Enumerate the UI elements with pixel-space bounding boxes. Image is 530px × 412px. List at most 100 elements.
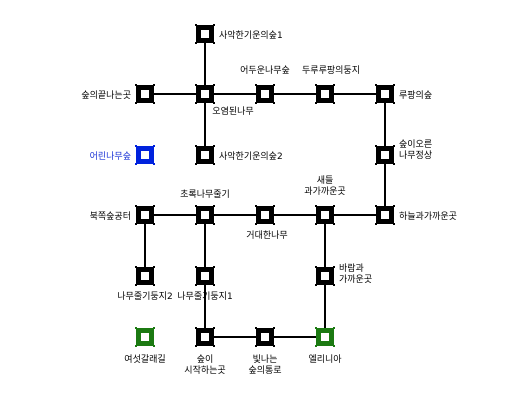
map-node-n10[interactable] [135, 205, 155, 225]
map-node-corner [315, 205, 317, 207]
map-node-n04[interactable] [255, 84, 275, 104]
map-node-n16[interactable] [195, 266, 215, 286]
map-node-corner [135, 223, 137, 225]
map-node-n21[interactable] [315, 327, 335, 347]
map-node-corner [393, 102, 395, 104]
map-node-center [201, 211, 209, 219]
map-node-corner [213, 163, 215, 165]
map-node-n12[interactable] [255, 205, 275, 225]
map-node-n05[interactable] [315, 84, 335, 104]
map-node-center [141, 211, 149, 219]
map-node-center [381, 211, 389, 219]
map-node-n20[interactable] [255, 327, 275, 347]
map-node-corner [315, 327, 317, 329]
map-node-corner [333, 284, 335, 286]
map-node-label: 거대한나무 [246, 230, 287, 241]
map-node-corner [213, 327, 215, 329]
map-node-corner [153, 266, 155, 268]
map-node-corner [213, 223, 215, 225]
map-node-label: 어린나무숲 [90, 151, 131, 162]
map-node-n02[interactable] [135, 84, 155, 104]
map-node-corner [333, 205, 335, 207]
map-node-n15[interactable] [135, 266, 155, 286]
map-node-corner [333, 102, 335, 104]
map-node-corner [255, 345, 257, 347]
map-node-corner [333, 345, 335, 347]
map-locations [135, 24, 395, 347]
map-node-center [321, 211, 329, 219]
map-node-corner [135, 84, 137, 86]
map-node-n03[interactable] [195, 84, 215, 104]
map-node-label: 하늘과가까운곳 [399, 211, 457, 222]
map-node-corner [153, 84, 155, 86]
map-node-center [141, 272, 149, 280]
map-node-corner [375, 145, 377, 147]
map-node-n11[interactable] [195, 205, 215, 225]
map-node-n08[interactable] [195, 145, 215, 165]
map-node-corner [195, 284, 197, 286]
map-node-label: 두루루팡의둥지 [302, 65, 360, 76]
map-node-corner [195, 345, 197, 347]
map-node-corner [195, 327, 197, 329]
map-node-corner [135, 163, 137, 165]
map-node-label: 오염된나무 [212, 105, 253, 117]
map-node-n07[interactable] [135, 145, 155, 165]
map-node-corner [153, 345, 155, 347]
map-node-label: 나무줄기둥지1 [177, 291, 232, 302]
map-node-corner [195, 84, 197, 86]
map-node-corner [135, 145, 137, 147]
map-node-n14[interactable] [375, 205, 395, 225]
map-node-corner [333, 223, 335, 225]
map-node-corner [375, 205, 377, 207]
map-node-label: 숲의끝나는곳 [81, 90, 131, 101]
map-node-label: 어두운나무숲 [240, 65, 290, 76]
map-node-corner [213, 145, 215, 147]
map-node-corner [195, 163, 197, 165]
map-node-corner [333, 84, 335, 86]
map-node-center [321, 333, 329, 341]
map-node-label: 초록나무줄기 [180, 189, 230, 200]
map-node-n17[interactable] [315, 266, 335, 286]
map-node-corner [153, 145, 155, 147]
map-connections [144, 34, 386, 338]
map-node-corner [213, 24, 215, 26]
map-node-n01[interactable] [195, 24, 215, 44]
map-node-corner [273, 102, 275, 104]
map-node-corner [153, 223, 155, 225]
map-node-corner [315, 84, 317, 86]
map-node-corner [195, 205, 197, 207]
map-node-corner [195, 24, 197, 26]
map-node-label: 엘리니아 [308, 354, 342, 365]
map-node-n06[interactable] [375, 84, 395, 104]
map-node-corner [273, 345, 275, 347]
map-node-corner [195, 145, 197, 147]
map-node-label: 북쪽숲공터 [90, 211, 131, 222]
map-node-center [261, 333, 269, 341]
map-node-corner [195, 223, 197, 225]
map-node-n19[interactable] [195, 327, 215, 347]
map-node-label: 여섯갈래길 [124, 353, 165, 365]
map-node-corner [213, 284, 215, 286]
map-node-center [141, 90, 149, 98]
map-node-corner [153, 327, 155, 329]
map-node-corner [153, 102, 155, 104]
map-node-n09[interactable] [375, 145, 395, 165]
map-node-label: 사악한기운의숲2 [219, 150, 283, 162]
map-node-center [201, 272, 209, 280]
map-node-center [201, 90, 209, 98]
map-node-center [261, 211, 269, 219]
map-node-corner [213, 205, 215, 207]
map-node-corner [213, 84, 215, 86]
map-node-corner [153, 163, 155, 165]
map-node-corner [393, 163, 395, 165]
map-node-center [321, 272, 329, 280]
map-node-corner [135, 102, 137, 104]
map-node-n18[interactable] [135, 327, 155, 347]
map-node-corner [213, 102, 215, 104]
map-node-corner [255, 102, 257, 104]
map-node-n13[interactable] [315, 205, 335, 225]
